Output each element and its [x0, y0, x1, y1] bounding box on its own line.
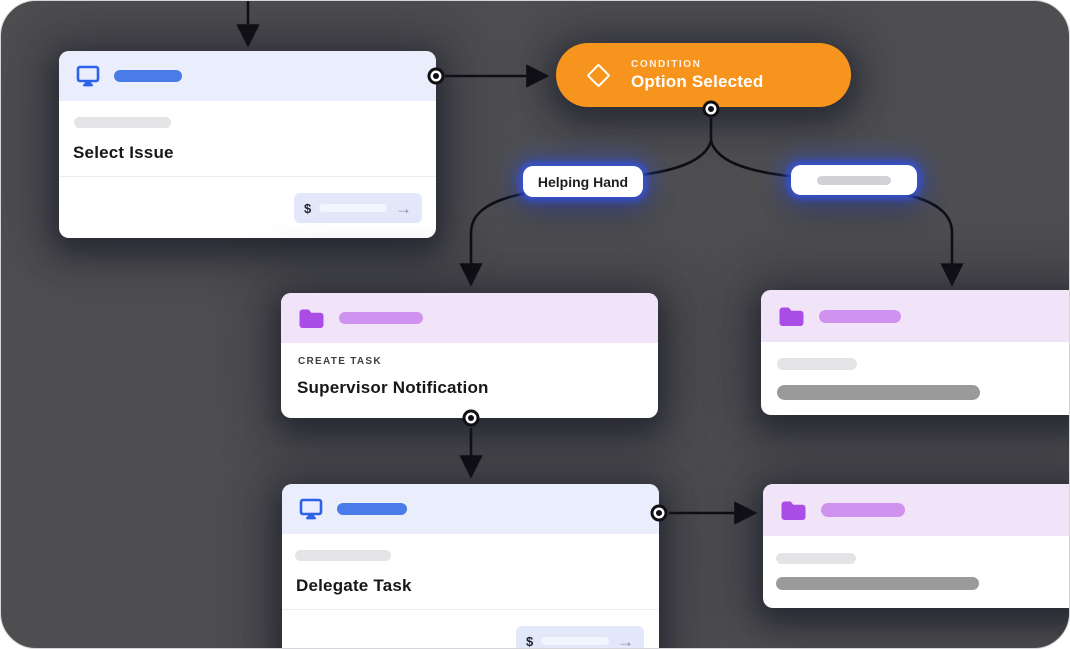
node-select-issue[interactable]: Select Issue $ → — [59, 51, 436, 238]
subtitle-placeholder — [776, 553, 856, 564]
node-title: Supervisor Notification — [297, 378, 489, 397]
branch-label-placeholder[interactable] — [791, 165, 917, 195]
diamond-icon — [586, 62, 611, 88]
title-placeholder — [777, 385, 980, 400]
amount-placeholder — [319, 204, 387, 212]
amount-input[interactable]: $ → — [294, 193, 422, 223]
node-kind-label: CREATE TASK — [298, 356, 382, 367]
divider — [59, 176, 436, 177]
header-title-placeholder — [339, 312, 423, 324]
node-supervisor-notification[interactable]: CREATE TASK Supervisor Notification — [281, 293, 658, 418]
branch-label-text: Helping Hand — [537, 173, 629, 190]
amount-placeholder — [541, 637, 609, 645]
node-title: Select Issue — [73, 143, 174, 162]
header-title-placeholder — [337, 503, 407, 515]
node-header — [763, 484, 1069, 536]
header-title-placeholder — [821, 503, 905, 517]
node-placeholder-top-right[interactable] — [761, 290, 1069, 415]
subtitle-placeholder — [74, 117, 171, 128]
node-condition[interactable]: CONDITION Option Selected — [556, 43, 851, 107]
node-delegate-task[interactable]: Delegate Task $ → — [282, 484, 659, 649]
branch-label-helping-hand[interactable]: Helping Hand — [523, 166, 643, 197]
node-header — [281, 293, 658, 343]
dollar-icon: $ — [526, 633, 534, 649]
folder-icon — [299, 309, 324, 328]
subtitle-placeholder — [295, 550, 391, 561]
arrow-right-icon[interactable]: → — [395, 198, 412, 218]
node-header — [761, 290, 1069, 342]
header-title-placeholder — [114, 70, 182, 82]
monitor-icon — [299, 498, 323, 520]
arrow-right-icon[interactable]: → — [617, 631, 634, 649]
title-placeholder — [776, 577, 979, 590]
folder-icon — [779, 307, 804, 326]
node-header — [59, 51, 436, 101]
amount-input[interactable]: $ → — [516, 626, 644, 649]
node-title: Delegate Task — [296, 576, 412, 595]
subtitle-placeholder — [777, 358, 857, 370]
header-title-placeholder — [819, 309, 901, 323]
edge-branch-left — [459, 140, 713, 287]
node-header — [282, 484, 659, 534]
folder-icon — [781, 501, 806, 520]
edge-branch-right — [709, 140, 964, 287]
condition-kind-label: CONDITION — [631, 58, 702, 70]
node-placeholder-bottom-right[interactable] — [763, 484, 1069, 608]
divider — [282, 609, 659, 610]
dollar-icon: $ — [304, 200, 312, 216]
monitor-icon — [76, 65, 100, 87]
condition-title: Option Selected — [631, 71, 764, 91]
branch-placeholder-bar — [817, 175, 891, 185]
